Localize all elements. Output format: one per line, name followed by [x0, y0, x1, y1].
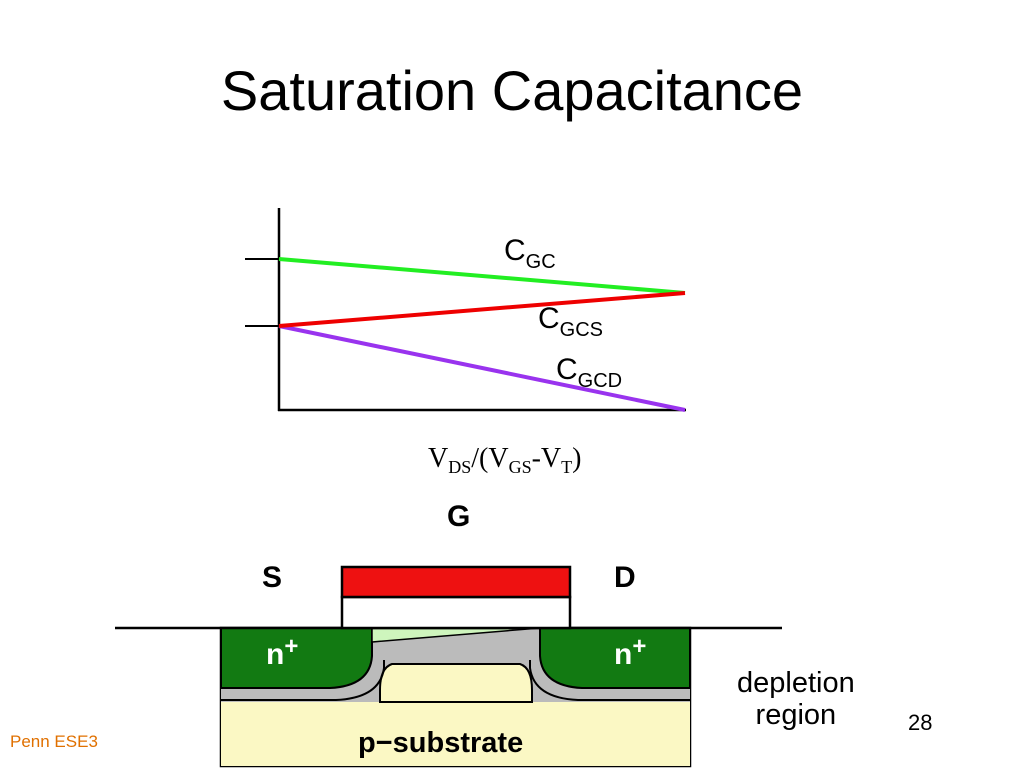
depletion-outline-right	[529, 660, 690, 701]
capacitance-graph: CGC CGCS CGCD VDS/(VGS-VT)	[245, 208, 686, 477]
cgcs-line	[278, 291, 686, 328]
depletion-region-label: depletion region	[737, 667, 855, 731]
gate-oxide	[340, 595, 572, 630]
depletion-label-line2: region	[755, 699, 837, 731]
cgcd-label: CGCD	[556, 353, 622, 392]
gate-electrode	[340, 565, 572, 599]
source-n-region	[220, 627, 373, 689]
cgcs-label: CGCS	[538, 302, 603, 341]
slide-title: Saturation Capacitance	[220, 59, 804, 122]
x-axis-label: VDS/(VGS-VT)	[428, 443, 581, 477]
drain-label: D	[614, 561, 636, 594]
source-label: S	[262, 561, 282, 594]
mosfet-cross-section: G S D n+ n+ p−substrate	[115, 500, 782, 768]
page-number: 28	[908, 710, 933, 735]
drain-n-region	[539, 627, 691, 689]
channel-well	[379, 663, 533, 703]
cgc-label: CGC	[504, 234, 556, 273]
substrate-label: p−substrate	[358, 727, 523, 759]
drain-n-plus-label: n+	[614, 633, 646, 671]
cgc-line	[278, 257, 686, 295]
gate-label: G	[447, 500, 470, 533]
cgcd-line	[278, 324, 686, 412]
depletion-label-line1: depletion	[737, 667, 855, 699]
source-n-plus-label: n+	[266, 633, 298, 671]
footer-text: Penn ESE3	[10, 732, 98, 751]
substrate-bump	[221, 702, 690, 766]
depletion-outline-left	[221, 660, 385, 701]
